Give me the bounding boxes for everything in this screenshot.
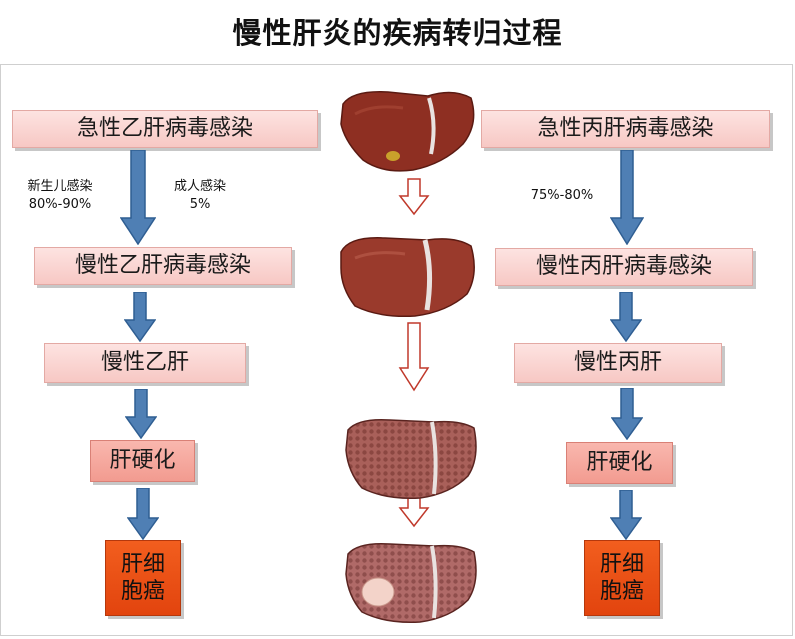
left-arrow-4 bbox=[127, 488, 159, 540]
left-cancer-line2: 胞癌 bbox=[120, 579, 165, 604]
right-arrow-1 bbox=[610, 150, 644, 245]
left-arrow-3 bbox=[125, 389, 157, 439]
chronic-hepatitis-liver-image bbox=[340, 237, 475, 318]
right-cancer-line2: 胞癌 bbox=[599, 579, 644, 604]
right-cancer-line1: 肝细 bbox=[599, 551, 644, 577]
cirrhotic-liver-image bbox=[345, 418, 477, 500]
right-cirrhosis-box: 肝硬化 bbox=[566, 442, 673, 484]
newborn-note: 新生儿感染 80%-90% bbox=[14, 178, 106, 213]
right-rate-note: 75%-80% bbox=[530, 188, 594, 203]
adult-rate: 5% bbox=[189, 196, 211, 212]
left-arrow-2 bbox=[124, 292, 156, 342]
left-cancer-box: 肝细 胞癌 bbox=[105, 540, 181, 616]
left-acute-box: 急性乙肝病毒感染 bbox=[12, 110, 318, 148]
page-title: 慢性肝炎的疾病转归过程 bbox=[232, 16, 563, 50]
newborn-rate: 80%-90% bbox=[28, 196, 92, 212]
left-chronic-infection-box: 慢性乙肝病毒感染 bbox=[34, 247, 292, 285]
liver-cancer-image bbox=[345, 542, 477, 624]
right-arrow-4 bbox=[610, 490, 642, 540]
left-arrow-1 bbox=[120, 150, 156, 245]
left-cirrhosis-box: 肝硬化 bbox=[90, 440, 195, 482]
right-chronic-infection-box: 慢性丙肝病毒感染 bbox=[495, 248, 753, 286]
right-chronic-box: 慢性丙肝 bbox=[514, 343, 722, 383]
right-acute-box: 急性丙肝病毒感染 bbox=[481, 110, 770, 148]
stage-arrow-2 bbox=[398, 322, 430, 392]
stage-arrow-1 bbox=[398, 178, 430, 216]
right-arrow-3 bbox=[611, 388, 643, 440]
left-cancer-line1: 肝细 bbox=[120, 551, 165, 577]
diagram-frame bbox=[0, 64, 793, 636]
adult-note: 成人感染 5% bbox=[158, 178, 242, 213]
healthy-liver-image bbox=[340, 91, 475, 172]
right-arrow-2 bbox=[610, 292, 642, 342]
adult-label: 成人感染 bbox=[173, 179, 226, 194]
newborn-label: 新生儿感染 bbox=[27, 179, 93, 194]
left-chronic-box: 慢性乙肝 bbox=[44, 343, 246, 383]
right-cancer-box: 肝细 胞癌 bbox=[584, 540, 660, 616]
